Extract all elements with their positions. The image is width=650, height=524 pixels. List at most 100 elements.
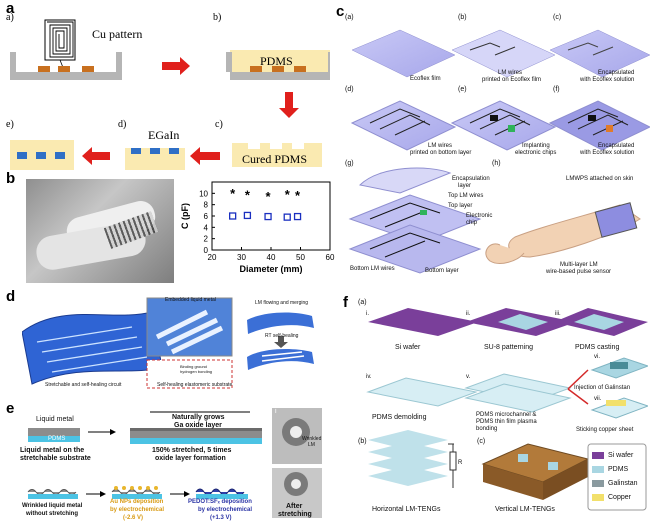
f-step-vi: vi. xyxy=(594,354,600,360)
cu-pattern-coil-icon xyxy=(44,19,76,75)
g-toplayer: Top layer xyxy=(448,203,473,209)
c-sub-f: (f) xyxy=(553,86,560,93)
data-point-square xyxy=(243,211,252,220)
e-wrinkled1: Wrinkled liquid metal xyxy=(22,503,83,509)
e-au1: Au NPs deposition xyxy=(110,499,164,505)
g-chip2: chip xyxy=(466,220,478,226)
f-step-i: i. xyxy=(366,311,369,317)
e-pedot1: PEDOT:SFₓ deposition xyxy=(188,499,252,505)
legend-label: Galinstan xyxy=(608,479,638,487)
panel-c-letter: c xyxy=(336,3,345,20)
panel-d-illustration xyxy=(22,297,314,389)
c-cap-c1: Encapsulated xyxy=(598,70,635,76)
c-sub-h: (h) xyxy=(492,160,501,167)
x-tick-label: 50 xyxy=(296,253,305,262)
c-cap-f1: Encapsulated xyxy=(598,143,635,149)
c-sub-d: (d) xyxy=(345,86,354,93)
y-tick-label: 10 xyxy=(199,189,208,198)
panel-f-illustration xyxy=(366,308,648,511)
c-sub-c: (c) xyxy=(553,14,562,21)
c-cap-a: Ecoflex film xyxy=(410,76,441,82)
f-cap-c: Vertical LM-TENGs xyxy=(495,506,555,513)
step-a-label: a) xyxy=(6,12,14,23)
y-tick-label: 8 xyxy=(204,201,209,210)
c-cap-b1: LM wires xyxy=(498,70,523,76)
f-a: (a) xyxy=(358,299,367,306)
f-cap-i: Si wafer xyxy=(395,344,421,351)
x-tick-label: 60 xyxy=(326,253,335,262)
h-skin: LMWPS attached on skin xyxy=(566,176,634,182)
d-substrate: Self-healing elastomeric substrate xyxy=(157,382,233,388)
step-c-label: c) xyxy=(215,119,223,130)
legend-item: Copper xyxy=(592,490,646,504)
data-point-square xyxy=(229,212,237,220)
d-hbond: Binding ground hydrogen bonding xyxy=(180,364,213,374)
g-bottomlayer: Bottom layer xyxy=(425,268,459,274)
legend-item: Si wafer xyxy=(592,448,646,462)
e-stretch2: oxide layer formation xyxy=(155,455,226,462)
e-au2: by electrochemical xyxy=(110,507,165,513)
legend-swatch xyxy=(592,479,604,487)
step-d-label: d) xyxy=(118,119,127,130)
panel-f-letter: f xyxy=(343,294,348,311)
d-flowing: LM flowing and merging xyxy=(255,300,309,306)
cured-pdms-label: Cured PDMS xyxy=(242,152,308,166)
e-after1: After xyxy=(286,503,303,510)
x-tick-label: 40 xyxy=(267,253,276,262)
e-wrinkled-photo1: Wrinkled xyxy=(302,436,322,442)
f-b: (b) xyxy=(358,438,367,445)
legend-label: PDMS xyxy=(608,465,629,473)
legend-label: Copper xyxy=(608,493,631,501)
step-e-label: e) xyxy=(6,119,14,130)
panel-a-letter: a xyxy=(6,0,15,17)
f-step-v: v. xyxy=(466,374,471,380)
data-point-asterisk: * xyxy=(230,186,236,201)
f-cap-vii: Sticking copper sheet xyxy=(576,427,634,433)
data-point-square xyxy=(264,212,272,221)
e-caption1a: Liquid metal on the xyxy=(20,447,85,454)
e-pdms: PDMS xyxy=(48,436,66,442)
c-cap-d2: printed on bottom layer xyxy=(410,150,472,156)
c-cap-e2: electronic chips xyxy=(515,150,557,156)
f-step-vii: vii. xyxy=(594,396,602,402)
f-cap-iv: PDMS demolding xyxy=(372,414,427,421)
e-photo-i: i xyxy=(275,408,277,415)
panel-a: a a) Cu pattern xyxy=(0,0,330,175)
f-cap-v2: PDMS thin film plasma xyxy=(476,419,537,425)
y-axis-label: C (pF) xyxy=(180,203,190,229)
step-a-mold xyxy=(10,19,330,170)
y-tick-label: 4 xyxy=(204,223,209,232)
e-wrinkled-photo2: LM xyxy=(308,442,315,448)
c-cap-e1: Implanting xyxy=(522,143,550,149)
panel-e-letter: e xyxy=(6,400,15,417)
f-c: (c) xyxy=(477,438,486,445)
e-stretch1: 150% stretched, 5 times xyxy=(152,447,232,454)
g-encap1: Encapsulation xyxy=(452,176,490,182)
panel-c-layers xyxy=(348,29,650,274)
h-sensor1: Multi-layer LM xyxy=(560,262,598,268)
data-point-square xyxy=(293,212,302,221)
c-sub-b: (b) xyxy=(458,14,467,21)
pdms-label: PDMS xyxy=(260,54,293,68)
e-pedot2: by electrochemical xyxy=(198,507,253,513)
data-point-square xyxy=(283,213,291,221)
arrow-left-icon xyxy=(82,147,110,165)
g-chip1: Electronic xyxy=(466,213,493,219)
f-step-iv: iv. xyxy=(366,374,372,380)
data-point-asterisk: * xyxy=(285,187,291,202)
f-step-iii: iii. xyxy=(555,311,561,317)
f-cap-ii: SU-8 patterning xyxy=(484,344,534,351)
data-point-asterisk: * xyxy=(295,188,301,203)
f-cap-v1: PDMS microchannel & xyxy=(476,412,537,418)
c-cap-f2: with Ecoflex solution xyxy=(580,150,635,156)
f-cap-iii: PDMS casting xyxy=(575,344,620,351)
c-cap-d1: LM wires xyxy=(428,143,453,149)
g-bottomlm: Bottom LM wires xyxy=(350,266,395,272)
legend-swatch xyxy=(592,465,604,473)
e-after2: stretching xyxy=(278,511,312,518)
e-pedot3: (+1.3 V) xyxy=(210,515,232,521)
legend-item: Galinstan xyxy=(592,476,646,490)
x-axis-label: Diameter (mm) xyxy=(239,264,302,274)
egain-label: EGaIn xyxy=(148,128,180,142)
